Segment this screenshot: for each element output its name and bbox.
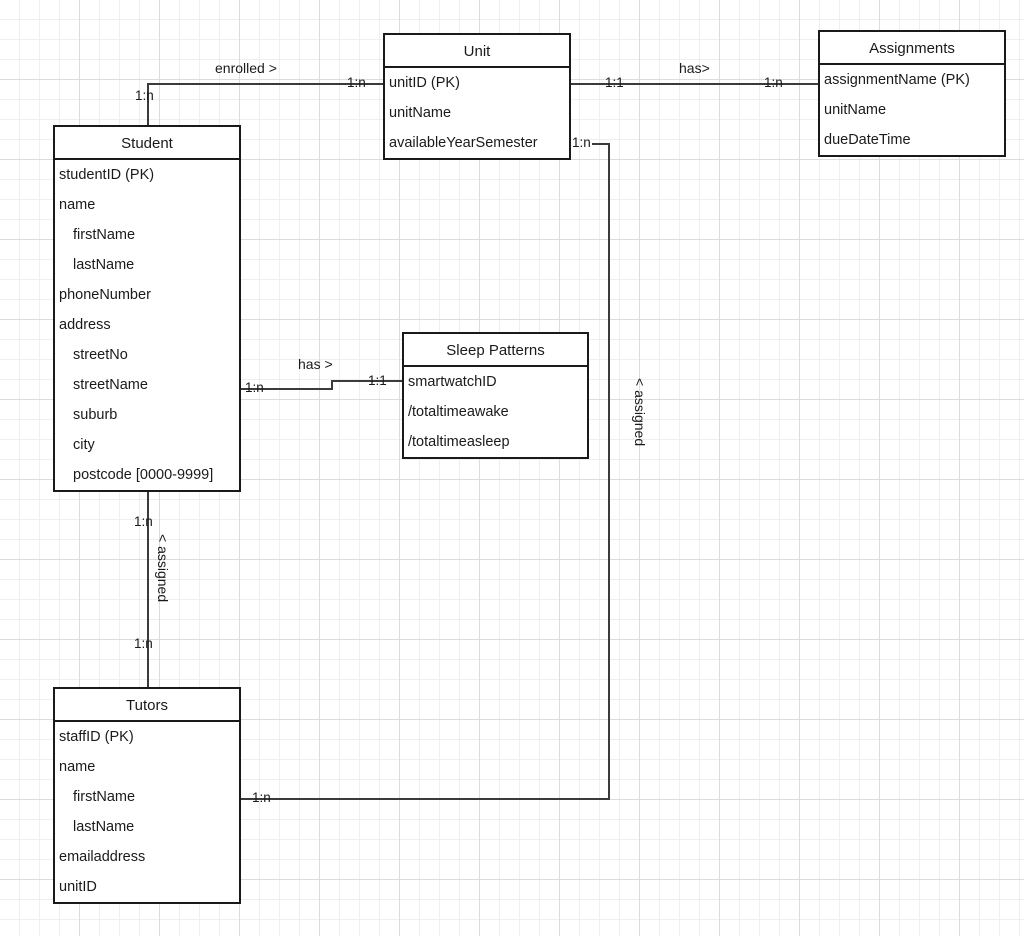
cardinality-tutors-assigned-unit: 1:n	[252, 790, 271, 805]
cardinality-assignments-has: 1:n	[764, 75, 783, 90]
edge-student-has-sleep-right	[331, 380, 402, 382]
attribute-city: city	[73, 437, 95, 453]
entity-unit[interactable]: Unit unitID (PK) unitName availableYearS…	[383, 33, 571, 160]
relationship-label-has-sleep: has >	[298, 356, 333, 372]
attribute-assignments-unitname: unitName	[824, 102, 887, 118]
entity-sleep-patterns-attributes: smartwatchID /totaltimeawake /totaltimea…	[404, 367, 587, 457]
attribute-firstname: firstName	[73, 227, 136, 243]
cardinality-student-has-sleep: 1:n	[245, 380, 264, 395]
edge-unit-assigned-tutors-top	[592, 143, 610, 145]
attribute-streetname: streetName	[73, 377, 148, 393]
attribute-postcode: postcode [0000-9999]	[73, 467, 214, 483]
entity-assignments-title: Assignments	[820, 32, 1004, 65]
entity-unit-attributes: unitID (PK) unitName availableYearSemest…	[385, 68, 569, 158]
entity-assignments-attributes: assignmentName (PK) unitName dueDateTime	[820, 65, 1004, 155]
attribute-tutors-unitid: unitID	[59, 879, 97, 895]
edge-unit-assigned-tutors-bottom	[241, 798, 610, 800]
cardinality-sleep-has: 1:1	[368, 373, 387, 388]
edge-student-enrolled-unit-vertical	[147, 83, 149, 125]
relationship-label-has-assignments: has>	[679, 60, 710, 76]
attribute-totaltimeasleep: /totaltimeasleep	[408, 434, 510, 450]
entity-assignments[interactable]: Assignments assignmentName (PK) unitName…	[818, 30, 1006, 157]
attribute-address: address	[59, 317, 111, 333]
cardinality-tutors-assigned-student: 1:n	[134, 636, 153, 651]
relationship-label-assigned-tutors: < assigned	[155, 534, 171, 603]
attribute-emailaddress: emailaddress	[59, 849, 146, 865]
cardinality-student-enrolled: 1:n	[135, 88, 154, 103]
attribute-unitname: unitName	[389, 105, 452, 121]
cardinality-unit-has: 1:1	[605, 75, 624, 90]
edge-student-has-sleep-step	[331, 380, 333, 390]
entity-tutors-title: Tutors	[55, 689, 239, 722]
attribute-tutors-firstname: firstName	[73, 789, 136, 805]
attribute-availableyearsemester: availableYearSemester	[389, 135, 538, 151]
cardinality-student-assigned: 1:n	[134, 514, 153, 529]
entity-tutors-attributes: staffID (PK) name firstName lastName ema…	[55, 722, 239, 902]
edge-unit-assigned-tutors-vertical	[608, 143, 610, 798]
edge-student-enrolled-unit-horizontal	[147, 83, 383, 85]
edge-student-has-sleep-left	[241, 388, 331, 390]
attribute-unitid: unitID (PK)	[389, 75, 460, 91]
attribute-totaltimeawake: /totaltimeawake	[408, 404, 509, 420]
entity-sleep-patterns-title: Sleep Patterns	[404, 334, 587, 367]
attribute-studentid: studentID (PK)	[59, 167, 155, 183]
attribute-duedatetime: dueDateTime	[824, 132, 911, 148]
attribute-streetno: streetNo	[73, 347, 128, 363]
attribute-lastname: lastName	[73, 257, 135, 273]
edge-unit-has-assignments	[570, 83, 820, 85]
attribute-tutors-lastname: lastName	[73, 819, 135, 835]
cardinality-unit-assigned: 1:n	[572, 135, 591, 150]
entity-student-attributes: studentID (PK) name firstName lastName p…	[55, 160, 239, 490]
relationship-label-enrolled: enrolled >	[215, 60, 277, 76]
attribute-suburb: suburb	[73, 407, 118, 423]
attribute-assignmentname: assignmentName (PK)	[824, 72, 970, 88]
edge-student-assigned-tutors	[147, 490, 149, 692]
attribute-smartwatchid: smartwatchID	[408, 374, 497, 390]
relationship-label-assigned-unit: < assigned	[632, 378, 648, 447]
entity-tutors[interactable]: Tutors staffID (PK) name firstName lastN…	[53, 687, 241, 904]
entity-sleep-patterns[interactable]: Sleep Patterns smartwatchID /totaltimeaw…	[402, 332, 589, 459]
attribute-name: name	[59, 197, 96, 213]
cardinality-unit-enrolled: 1:n	[347, 75, 366, 90]
entity-student-title: Student	[55, 127, 239, 160]
entity-student[interactable]: Student studentID (PK) name firstName la…	[53, 125, 241, 492]
entity-unit-title: Unit	[385, 35, 569, 68]
attribute-staffid: staffID (PK)	[59, 729, 134, 745]
attribute-phonenumber: phoneNumber	[59, 287, 151, 303]
attribute-tutors-name: name	[59, 759, 96, 775]
